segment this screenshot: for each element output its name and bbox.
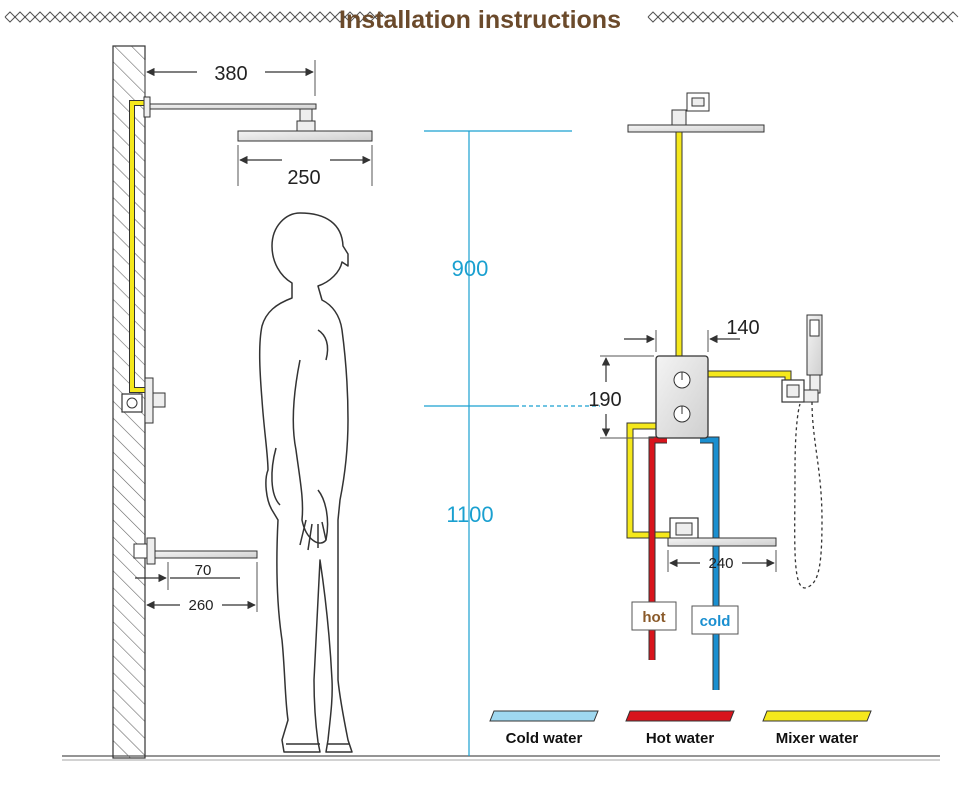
dim-height-lower: 1100 (446, 502, 493, 527)
hot-tag: hot (631, 601, 677, 631)
svg-text:hot: hot (642, 609, 665, 626)
dim-panel-height: 190 (588, 389, 621, 411)
shower-arm (143, 96, 317, 132)
dim-arm-length: 380 (214, 63, 247, 85)
hand-shower-hose (794, 401, 823, 589)
cold-tag: cold (691, 605, 739, 635)
dim-height-upper: 900 (452, 256, 489, 281)
legend-item-mixer: Mixer water (762, 710, 872, 747)
tub-spout-side (133, 537, 258, 565)
title-decoration-right (647, 11, 959, 23)
dim-spout-width: 240 (708, 555, 733, 572)
title-decoration-left (4, 11, 386, 23)
svg-text:cold: cold (700, 613, 731, 630)
hand-shower-icon (803, 314, 823, 403)
height-guides (424, 130, 600, 756)
legend-item-cold: Cold water (489, 710, 599, 747)
tub-spout-front (667, 517, 777, 547)
hand-shower-holder (781, 379, 805, 403)
thermostatic-valve-panel (655, 355, 709, 439)
mixer-valve-side (121, 377, 166, 424)
dim-spout-small: 70 (195, 562, 212, 579)
hot-water-pipe (648, 436, 667, 660)
page-title: Installation instructions (339, 6, 621, 34)
human-figure-icon (258, 212, 353, 753)
legend: Cold water Hot water Mixer water (489, 710, 872, 747)
svg-text:Hot water: Hot water (646, 730, 715, 747)
dim-panel-width: 140 (726, 317, 759, 339)
svg-text:Cold water: Cold water (506, 730, 583, 747)
rain-shower-head (237, 130, 373, 142)
dim-spout-length: 260 (188, 597, 213, 614)
legend-item-hot: Hot water (625, 710, 735, 747)
svg-text:Mixer water: Mixer water (776, 730, 859, 747)
dim-head-width: 250 (287, 167, 320, 189)
rain-shower-head-front (627, 92, 765, 133)
